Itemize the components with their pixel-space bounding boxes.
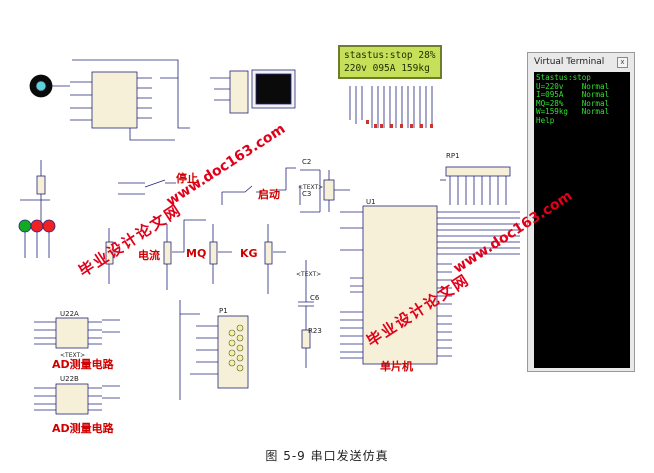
stop-label: 停止 <box>176 172 198 185</box>
close-icon[interactable]: x <box>617 57 628 68</box>
c2-label: C2 <box>302 158 312 166</box>
lcd-line-1: stastus:stop 28% <box>344 50 436 61</box>
terminal-line: I=095A Normal <box>536 90 610 100</box>
text-tag: <TEXT> <box>60 352 86 359</box>
terminal-line: Help <box>536 115 555 125</box>
u1-label: U1 <box>366 198 376 206</box>
terminal-line: W=159kg Normal <box>536 107 610 117</box>
figure-caption: 图 5-9 串口发送仿真 <box>265 449 389 463</box>
start-label: 启动 <box>258 188 280 201</box>
terminal-line: MQ=28% Normal <box>536 98 610 108</box>
terminal-line: Stastus:stop <box>536 73 591 82</box>
terminal-line: U=220v Normal <box>536 81 610 91</box>
text-tag: <TEXT> <box>296 271 322 278</box>
u22a-label: U22A <box>60 310 79 318</box>
rp1-label: RP1 <box>446 152 460 160</box>
virtual-terminal-title: Virtual Terminal <box>534 57 605 67</box>
c6-label: C6 <box>310 294 320 302</box>
mcu-label: 单片机 <box>380 360 413 373</box>
kg-label: KG <box>240 247 258 260</box>
u22b-label: U22B <box>60 375 79 383</box>
ad-circuit-label-1: AD测量电路 <box>52 358 114 371</box>
text-tag: <TEXT> <box>298 184 324 191</box>
c3-label: C3 <box>302 190 312 198</box>
r23-label: R23 <box>308 327 322 335</box>
lcd-line-2: 220v 095A 159kg <box>344 63 430 74</box>
ad-circuit-label-2: AD测量电路 <box>52 422 114 435</box>
lcd-display: stastus:stop 28% 220v 095A 159kg <box>338 45 442 79</box>
mq-label: MQ <box>186 247 207 260</box>
p1-label: P1 <box>219 307 228 315</box>
current-label: 电流 <box>138 249 160 262</box>
